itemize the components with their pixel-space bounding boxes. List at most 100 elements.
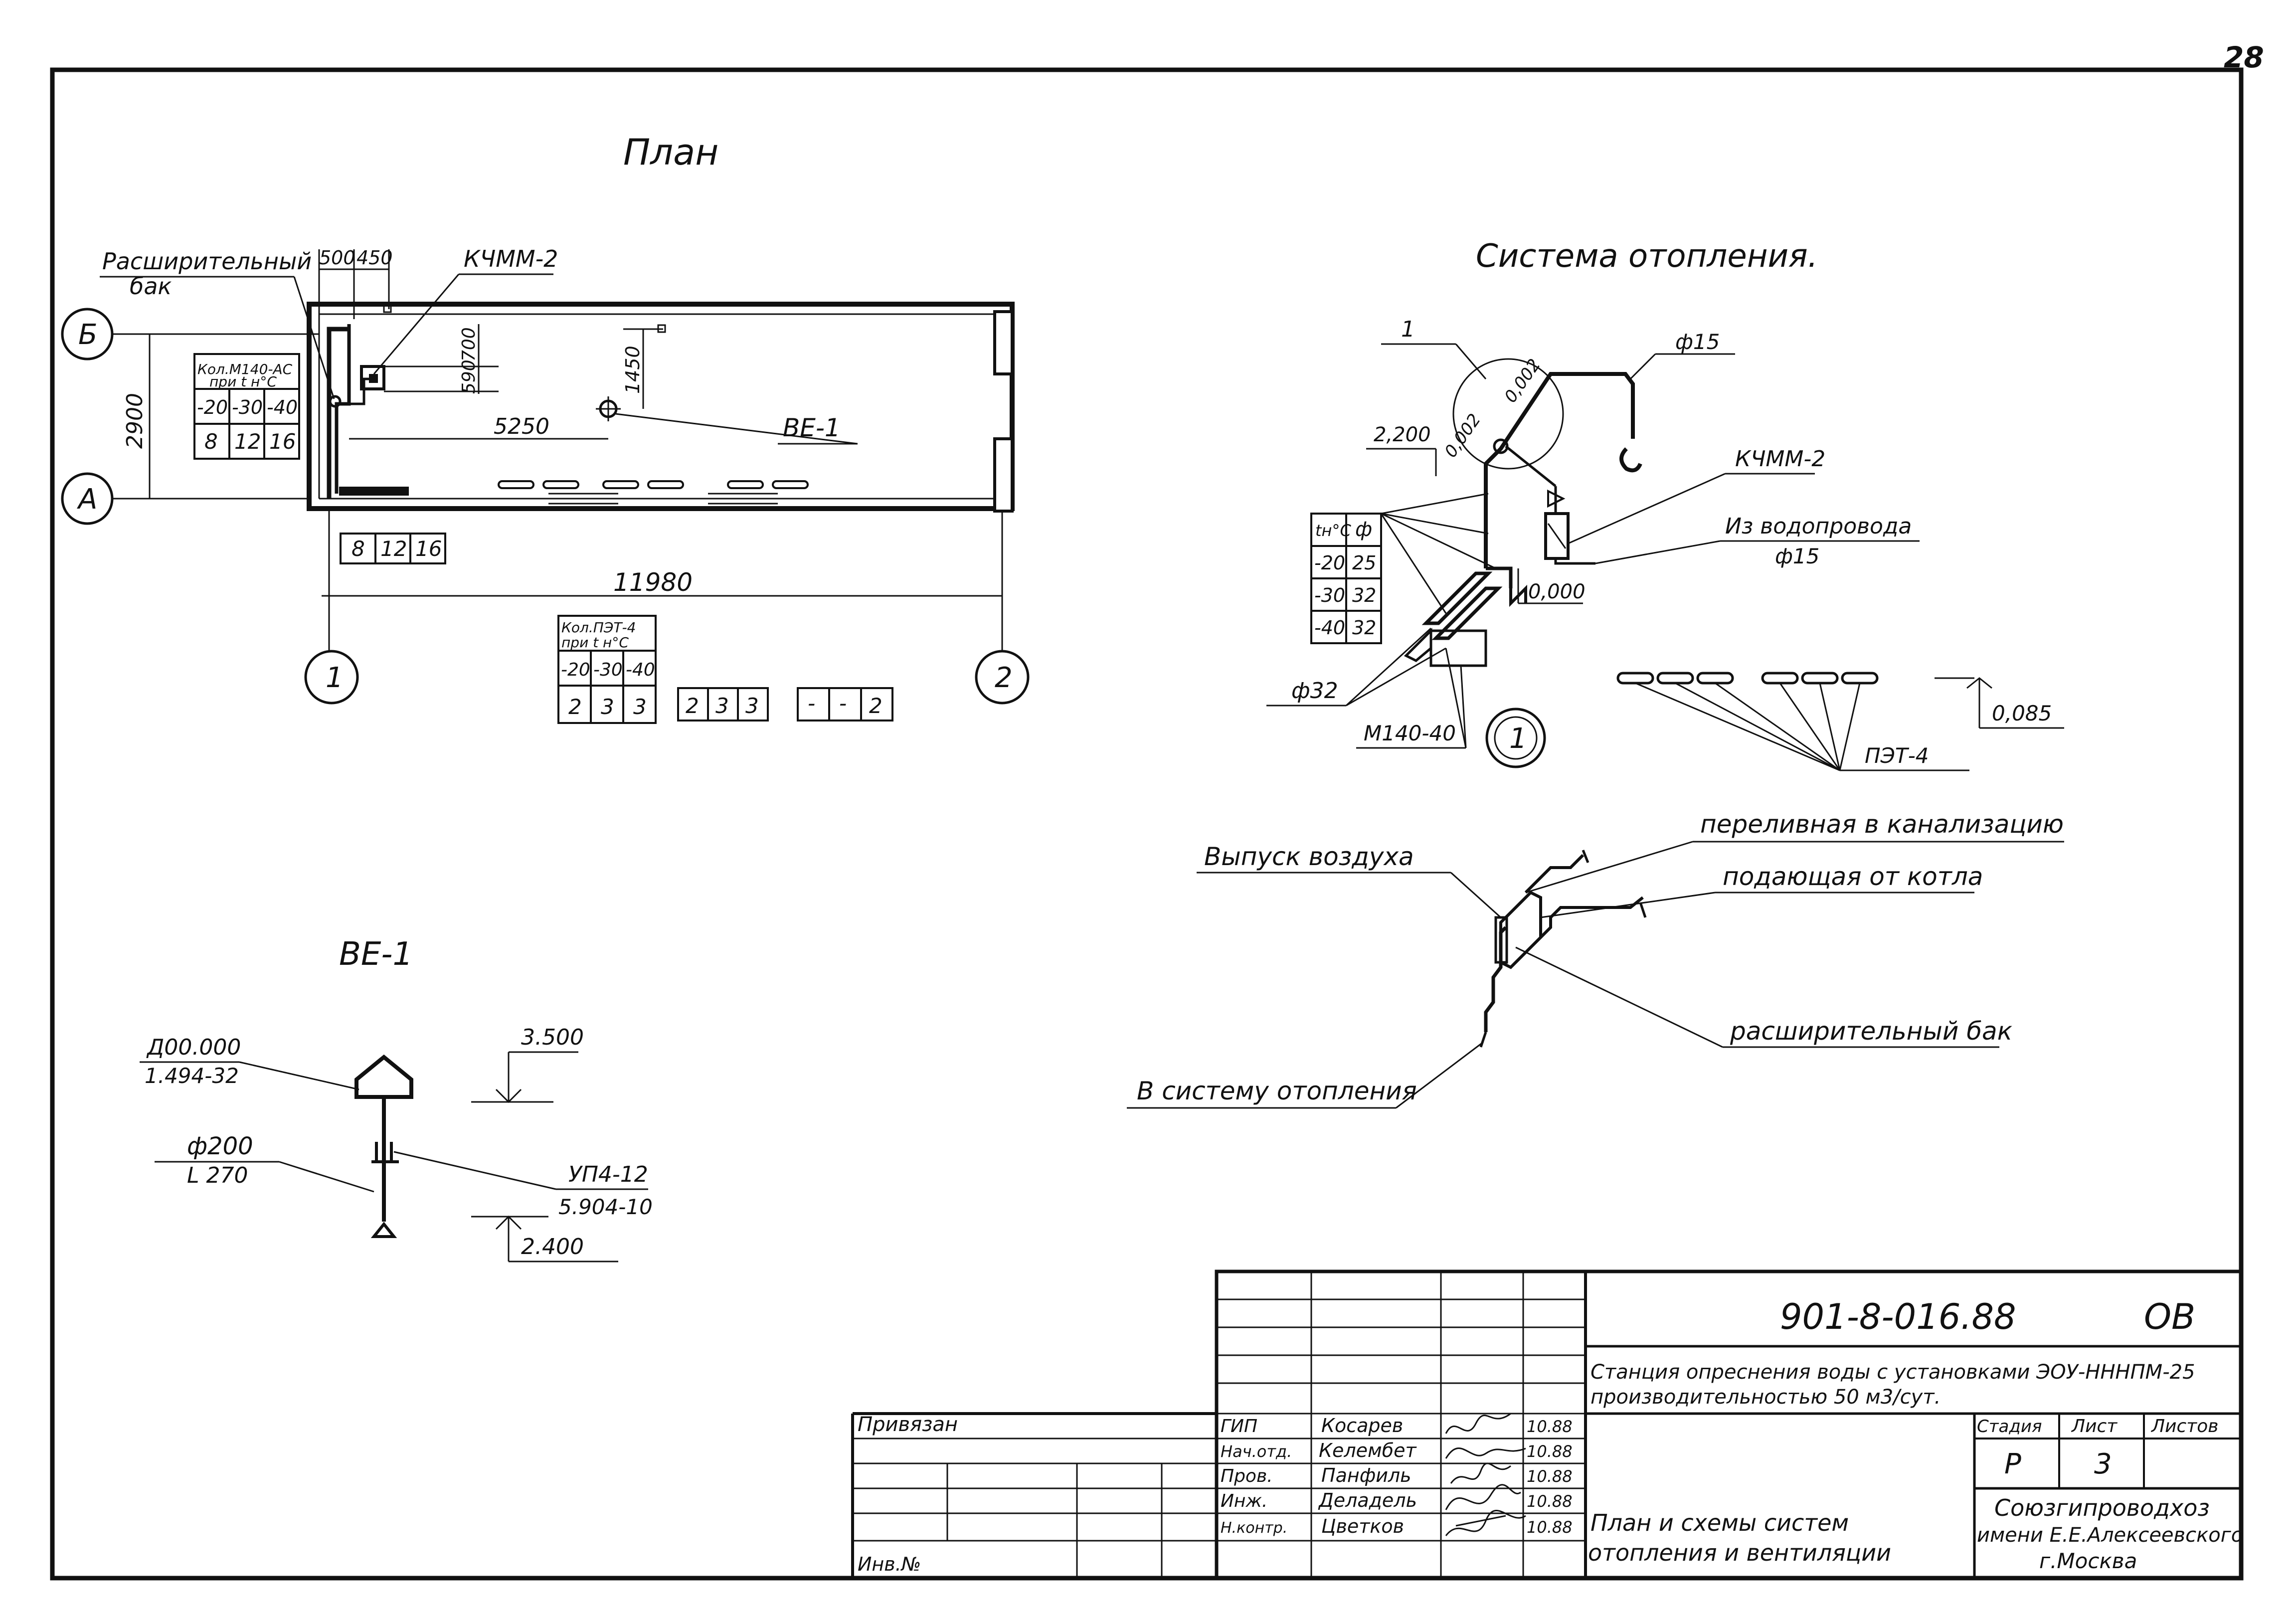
m140-temp: -40: [267, 396, 298, 418]
row-a: 2 3 3: [677, 687, 769, 721]
pet-table-header-2: при t н°С: [561, 634, 629, 651]
callout-1-label: 1: [1401, 317, 1415, 342]
expansion-tank-symbol: [329, 395, 342, 408]
elev-085: 0,085: [1992, 701, 2052, 725]
page-number: 28: [2224, 40, 2264, 74]
col-stage: Стадия: [1977, 1417, 2042, 1437]
signatures: [1445, 1413, 1526, 1536]
pet-value: 3: [601, 695, 614, 719]
ve1-detail: ВЕ-1 Д00.000 1.494-32 ф200 L 270 3.500 У…: [140, 936, 653, 1262]
node-1-label: 1: [1509, 722, 1527, 755]
role-norm-control: Н.контр.: [1221, 1519, 1287, 1537]
dim-2900-group: 2900: [122, 334, 151, 499]
row-a-value: 2: [686, 694, 699, 718]
m140-boilers: [1404, 571, 1527, 667]
up4-label: УП4-12: [568, 1162, 648, 1187]
d32-label: ф32: [1291, 678, 1338, 704]
project-title: Станция опреснения воды с установками ЭО…: [1590, 1361, 2195, 1384]
row-b: - - 2: [797, 687, 893, 721]
axis-b: Б: [61, 308, 319, 360]
diameter-table: tн°С ф -20 25 -30 32 -40 32: [1310, 493, 1496, 644]
d00-sub-label: 1.494-32: [145, 1064, 239, 1088]
pet4-convectors: ПЭТ-4 0,085: [1616, 672, 2064, 771]
diameter-table-cell: 32: [1352, 617, 1376, 639]
date-gip: 10.88: [1527, 1417, 1573, 1436]
m140-value: 8: [204, 429, 218, 454]
node-1-marker: 1: [1485, 708, 1546, 768]
name-engineer: Деладель: [1318, 1489, 1417, 1511]
dim-2900: 2900: [122, 393, 148, 449]
project-title-2: производительностью 50 м3/сут.: [1590, 1386, 1941, 1409]
axis-b-label: Б: [78, 319, 97, 351]
pet4-label: ПЭТ-4: [1865, 743, 1929, 768]
name-head: Келембет: [1319, 1439, 1417, 1461]
row-a-value: 3: [715, 694, 729, 718]
ve1-plan-label: ВЕ-1: [783, 413, 841, 442]
row-b-value: 2: [869, 694, 883, 718]
d200-label: ф200: [187, 1132, 253, 1160]
air-release-label: Выпуск воздуха: [1204, 842, 1414, 871]
axis-2-label: 2: [995, 662, 1013, 694]
date-head: 10.88: [1527, 1442, 1573, 1461]
slope-a: 0,002: [1441, 410, 1485, 461]
from-water-label: Из водопровода: [1725, 514, 1912, 539]
date-engineer: 10.88: [1527, 1492, 1573, 1511]
date-checked: 10.88: [1527, 1467, 1573, 1486]
pet-temp: -20: [561, 660, 590, 680]
axis-1: 1: [304, 509, 359, 705]
pet-value: 2: [568, 695, 582, 719]
dim-11980: 11980: [613, 568, 693, 597]
dim-500: 500: [319, 247, 355, 269]
expansion-tank-callout: Расширительный бак: [100, 248, 335, 399]
plan-view: План: [61, 131, 1030, 724]
expansion-tank-node-label: расширительный бак: [1730, 1017, 2012, 1046]
m140-temp: -20: [197, 396, 228, 418]
top-dimensions: 500 450: [318, 247, 393, 319]
dim-1450: 1450: [622, 346, 644, 394]
title-block-right-grid: [1586, 1345, 2241, 1578]
pet4-heaters-plan: [498, 480, 809, 505]
stage-value: Р: [2004, 1448, 2021, 1480]
m140-table-header: Кол.М140-АС: [197, 361, 293, 377]
role-head: Нач.отд.: [1221, 1442, 1292, 1461]
diameter-table-h1: tн°С: [1315, 521, 1351, 540]
document-mark: ОВ: [2144, 1296, 2195, 1337]
elev-3500: 3.500: [521, 1025, 584, 1050]
kchmm-unit: [360, 365, 385, 390]
pet-temp: -30: [593, 660, 623, 680]
d15-top-label: ф15: [1675, 330, 1720, 354]
row-value: 12: [380, 537, 407, 561]
privyazan-label: Привязан: [858, 1413, 958, 1436]
dim-450: 450: [356, 247, 393, 269]
organization-name-2: имени Е.Е.Алексеевского: [1977, 1524, 2243, 1547]
role-checked: Пров.: [1221, 1466, 1273, 1486]
kchmm-device: [1544, 512, 1570, 560]
role-engineer: Инж.: [1221, 1491, 1267, 1511]
m140-table-header-2: при t н°С: [209, 373, 277, 390]
name-gip: Косарев: [1321, 1415, 1403, 1437]
sheet-frame: [50, 67, 2244, 1581]
role-gip: ГИП: [1221, 1416, 1257, 1437]
dim-590: 590: [459, 360, 479, 394]
date-norm-control: 10.88: [1527, 1518, 1573, 1537]
l270-label: L 270: [187, 1163, 248, 1188]
row-a-value: 3: [745, 694, 759, 718]
m140-table: Кол.М140-АС при t н°С -20 -30 -40 8 12 1…: [193, 353, 300, 460]
row-b-value: -: [808, 691, 815, 716]
diameter-table-cell: -40: [1314, 617, 1345, 639]
m140-temp: -30: [232, 396, 263, 418]
document-code: 901-8-016.88: [1780, 1296, 2016, 1337]
organization-city: г.Москва: [2039, 1549, 2137, 1573]
boiler-pipework: [327, 324, 409, 499]
diameter-table-cell: -20: [1314, 552, 1345, 574]
pet-temp: -40: [626, 660, 655, 680]
dim-11980-group: 11980: [322, 568, 1002, 597]
sheet-value: 3: [2094, 1448, 2112, 1480]
axis-2: 2: [975, 511, 1030, 705]
ve1-title: ВЕ-1: [339, 936, 413, 973]
slope-b: 0,002: [1501, 355, 1545, 406]
pet-table-header: Кол.ПЭТ-4: [561, 619, 636, 636]
to-heating-label: В систему отопления: [1137, 1077, 1417, 1105]
elev-2200: 2,200: [1374, 423, 1431, 446]
